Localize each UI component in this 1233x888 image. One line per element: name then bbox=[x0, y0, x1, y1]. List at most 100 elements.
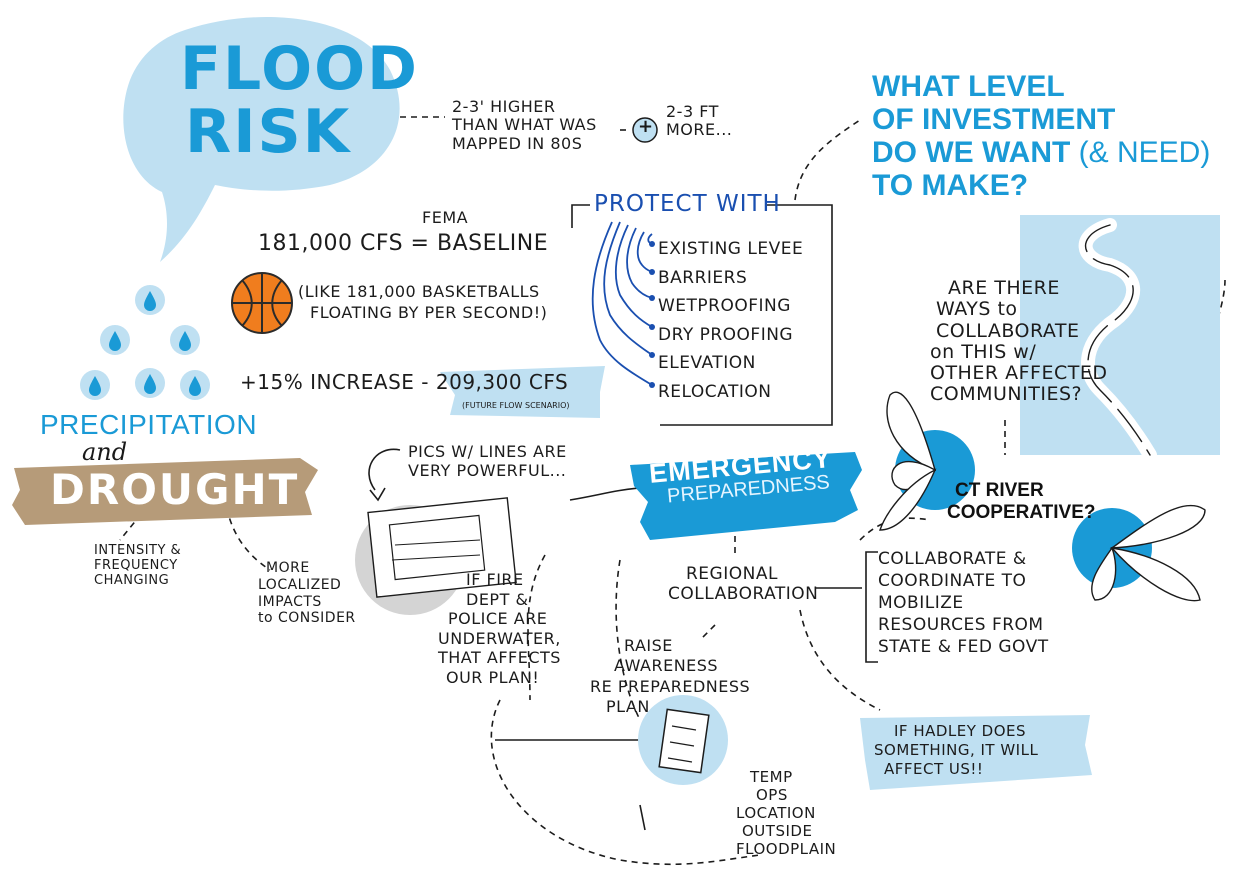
investment-line1: WHAT LEVEL bbox=[872, 70, 1065, 103]
awareness-note: RAISE AWARENESS RE PREPAREDNESS PLAN bbox=[590, 636, 750, 718]
awareness-line1: RAISE bbox=[624, 636, 673, 655]
drought-title: DROUGHT bbox=[50, 465, 300, 514]
drought-brush bbox=[12, 458, 318, 525]
hadley-line2: SOMETHING, IT WILL bbox=[874, 740, 1039, 759]
checklist-icon bbox=[638, 695, 728, 785]
fire-line2: DEPT & bbox=[466, 589, 529, 609]
higher-line2: THAN WHAT WAS bbox=[452, 115, 597, 135]
future-flow-note: (FUTURE FLOW SCENARIO) bbox=[462, 401, 570, 410]
pics-note: PICS W/ LINES ARE VERY POWERFUL... bbox=[408, 442, 567, 480]
intensity-note: INTENSITY & FREQUENCY CHANGING bbox=[94, 543, 182, 589]
pics-line1: PICS W/ LINES ARE bbox=[408, 442, 567, 461]
plus-circle-icon bbox=[632, 117, 658, 143]
higher-note: 2-3' HIGHER THAN WHAT WAS MAPPED IN 80s bbox=[452, 97, 597, 153]
awareness-line2: AWARENESS bbox=[614, 656, 719, 676]
protect-waves bbox=[591, 221, 653, 386]
fire-line5: THAT AFFECTS bbox=[438, 648, 561, 668]
fire-line6: OUR PLAN! bbox=[446, 667, 540, 687]
flood-title-line1: FLOOD bbox=[180, 34, 419, 104]
investment-question: WHAT LEVEL OF INVESTMENT DO WE WANT (& N… bbox=[872, 70, 1210, 202]
propeller-loops-icon bbox=[879, 391, 1206, 602]
flood-risk-title: FLOOD RISK bbox=[180, 38, 419, 164]
temp-ops-note: TEMP OPS LOCATION OUTSIDE FLOODPLAIN bbox=[736, 768, 836, 858]
plus-symbol: + bbox=[638, 116, 654, 137]
collab-q-line3: COLLABORATE bbox=[936, 319, 1080, 342]
hadley-line1: IF HADLEY DOES bbox=[894, 722, 1027, 740]
protect-item-barriers: BARRIERS bbox=[658, 267, 748, 288]
protect-item-levee: EXISTING LEVEE bbox=[658, 239, 804, 259]
awareness-line3: RE PREPAREDNESS bbox=[590, 676, 751, 696]
photo-sketch-icon bbox=[355, 497, 517, 615]
pics-line2: VERY POWERFUL... bbox=[408, 461, 567, 481]
emergency-banner bbox=[630, 452, 862, 540]
ct-river-title: CT RIVER COOPERATIVE? bbox=[947, 480, 1096, 524]
higher-line3: MAPPED IN 80s bbox=[452, 133, 583, 153]
protect-item-dryproofing: DRY PROOFING bbox=[658, 324, 794, 345]
hadley-highlight bbox=[860, 715, 1092, 790]
temp-line1: TEMP bbox=[750, 768, 793, 786]
fire-line1: IF FIRE bbox=[466, 570, 524, 589]
coordinate-bracket bbox=[865, 551, 878, 663]
flood-title-line2: RISK bbox=[185, 97, 352, 167]
localized-note: MORE LOCALIZED IMPACTS to CONSIDER bbox=[258, 560, 356, 627]
localized-line1: MORE bbox=[266, 560, 310, 576]
investment-line3a: DO WE WANT bbox=[872, 136, 1079, 169]
and-label: and bbox=[82, 438, 128, 466]
regional-line2: COLLABORATION bbox=[668, 584, 819, 605]
fire-note: IF FIRE DEPT & POLICE ARE UNDERWATER, TH… bbox=[438, 570, 561, 687]
temp-line2: OPS bbox=[756, 786, 788, 804]
regional-collab: REGIONAL COLLABORATION bbox=[668, 564, 818, 605]
localized-line3: IMPACTS bbox=[258, 593, 322, 610]
hadley-note: IF HADLEY DOES SOMETHING, IT WILL AFFECT… bbox=[874, 722, 1038, 778]
collab-q-line5: OTHER AFFECTED bbox=[930, 362, 1108, 385]
ct-river-line1: CT RIVER bbox=[955, 480, 1044, 501]
baseline-value: 181,000 CFS = BASELINE bbox=[258, 231, 549, 256]
higher-line1: 2-3' HIGHER bbox=[452, 97, 556, 116]
increase-value: +15% INCREASE - 209,300 CFS bbox=[240, 370, 569, 394]
fire-line3: POLICE ARE bbox=[448, 609, 548, 629]
more-note: 2-3 FT MORE... bbox=[666, 102, 733, 140]
collaborate-question: ARE THERE WAYS to COLLABORATE on THIS w/… bbox=[930, 277, 1108, 406]
more-line1: 2-3 FT bbox=[666, 102, 719, 121]
basketball-line2: FLOATING BY PER SECOND!) bbox=[310, 302, 548, 322]
temp-line3: LOCATION bbox=[736, 804, 816, 822]
investment-line2: OF INVESTMENT bbox=[872, 103, 1116, 136]
collab-q-line6: COMMUNITIES? bbox=[930, 383, 1083, 406]
temp-line4: OUTSIDE bbox=[742, 822, 813, 840]
localized-line4: to CONSIDER bbox=[258, 610, 356, 627]
coord-line1: COLLABORATE & bbox=[878, 549, 1027, 569]
coord-line3: MOBILIZE bbox=[878, 593, 964, 614]
basketball-icon bbox=[231, 272, 293, 334]
investment-line4: TO MAKE? bbox=[872, 169, 1029, 202]
investment-line3b: (& NEED) bbox=[1078, 136, 1211, 169]
localized-line2: LOCALIZED bbox=[258, 576, 342, 593]
raindrop-icons bbox=[80, 285, 210, 400]
protect-box bbox=[571, 204, 833, 426]
coord-line5: STATE & FED GOVT bbox=[878, 637, 1049, 658]
fema-label: FEMA bbox=[422, 208, 469, 227]
collab-q-line4: on THIS w/ bbox=[930, 340, 1037, 363]
intensity-line3: CHANGING bbox=[94, 572, 170, 588]
protect-item-wetproofing: WETPROOFING bbox=[658, 296, 791, 316]
protect-list: EXISTING LEVEE BARRIERS WETPROOFING DRY … bbox=[658, 235, 803, 406]
intensity-line1: INTENSITY & bbox=[94, 543, 182, 558]
intensity-line2: FREQUENCY bbox=[94, 557, 178, 573]
coordinate-note: COLLABORATE & COORDINATE to MOBILIZE RES… bbox=[878, 548, 1049, 658]
regional-line1: REGIONAL bbox=[686, 564, 778, 584]
coord-line4: RESOURCES FROM bbox=[878, 615, 1044, 636]
protect-title: PROTECT WITH bbox=[594, 191, 781, 217]
fire-line4: UNDERWATER, bbox=[438, 628, 561, 648]
ct-river-line2: COOPERATIVE? bbox=[947, 501, 1096, 523]
more-line2: MORE... bbox=[666, 120, 733, 140]
increase-highlight bbox=[440, 366, 605, 418]
basketball-note: (LIKE 181,000 BASKETBALLS FLOATING BY PE… bbox=[298, 282, 547, 324]
river-map-icon bbox=[1020, 215, 1220, 462]
protect-item-elevation: ELEVATION bbox=[658, 353, 756, 373]
speech-bubble-icon bbox=[123, 17, 400, 262]
collab-q-line1: ARE THERE bbox=[948, 277, 1060, 299]
protect-item-relocation: RELOCATION bbox=[658, 381, 772, 402]
coord-line2: COORDINATE to bbox=[878, 571, 1027, 592]
collab-q-line2: WAYS to bbox=[936, 298, 1018, 321]
hadley-line3: AFFECT US!! bbox=[884, 759, 984, 778]
